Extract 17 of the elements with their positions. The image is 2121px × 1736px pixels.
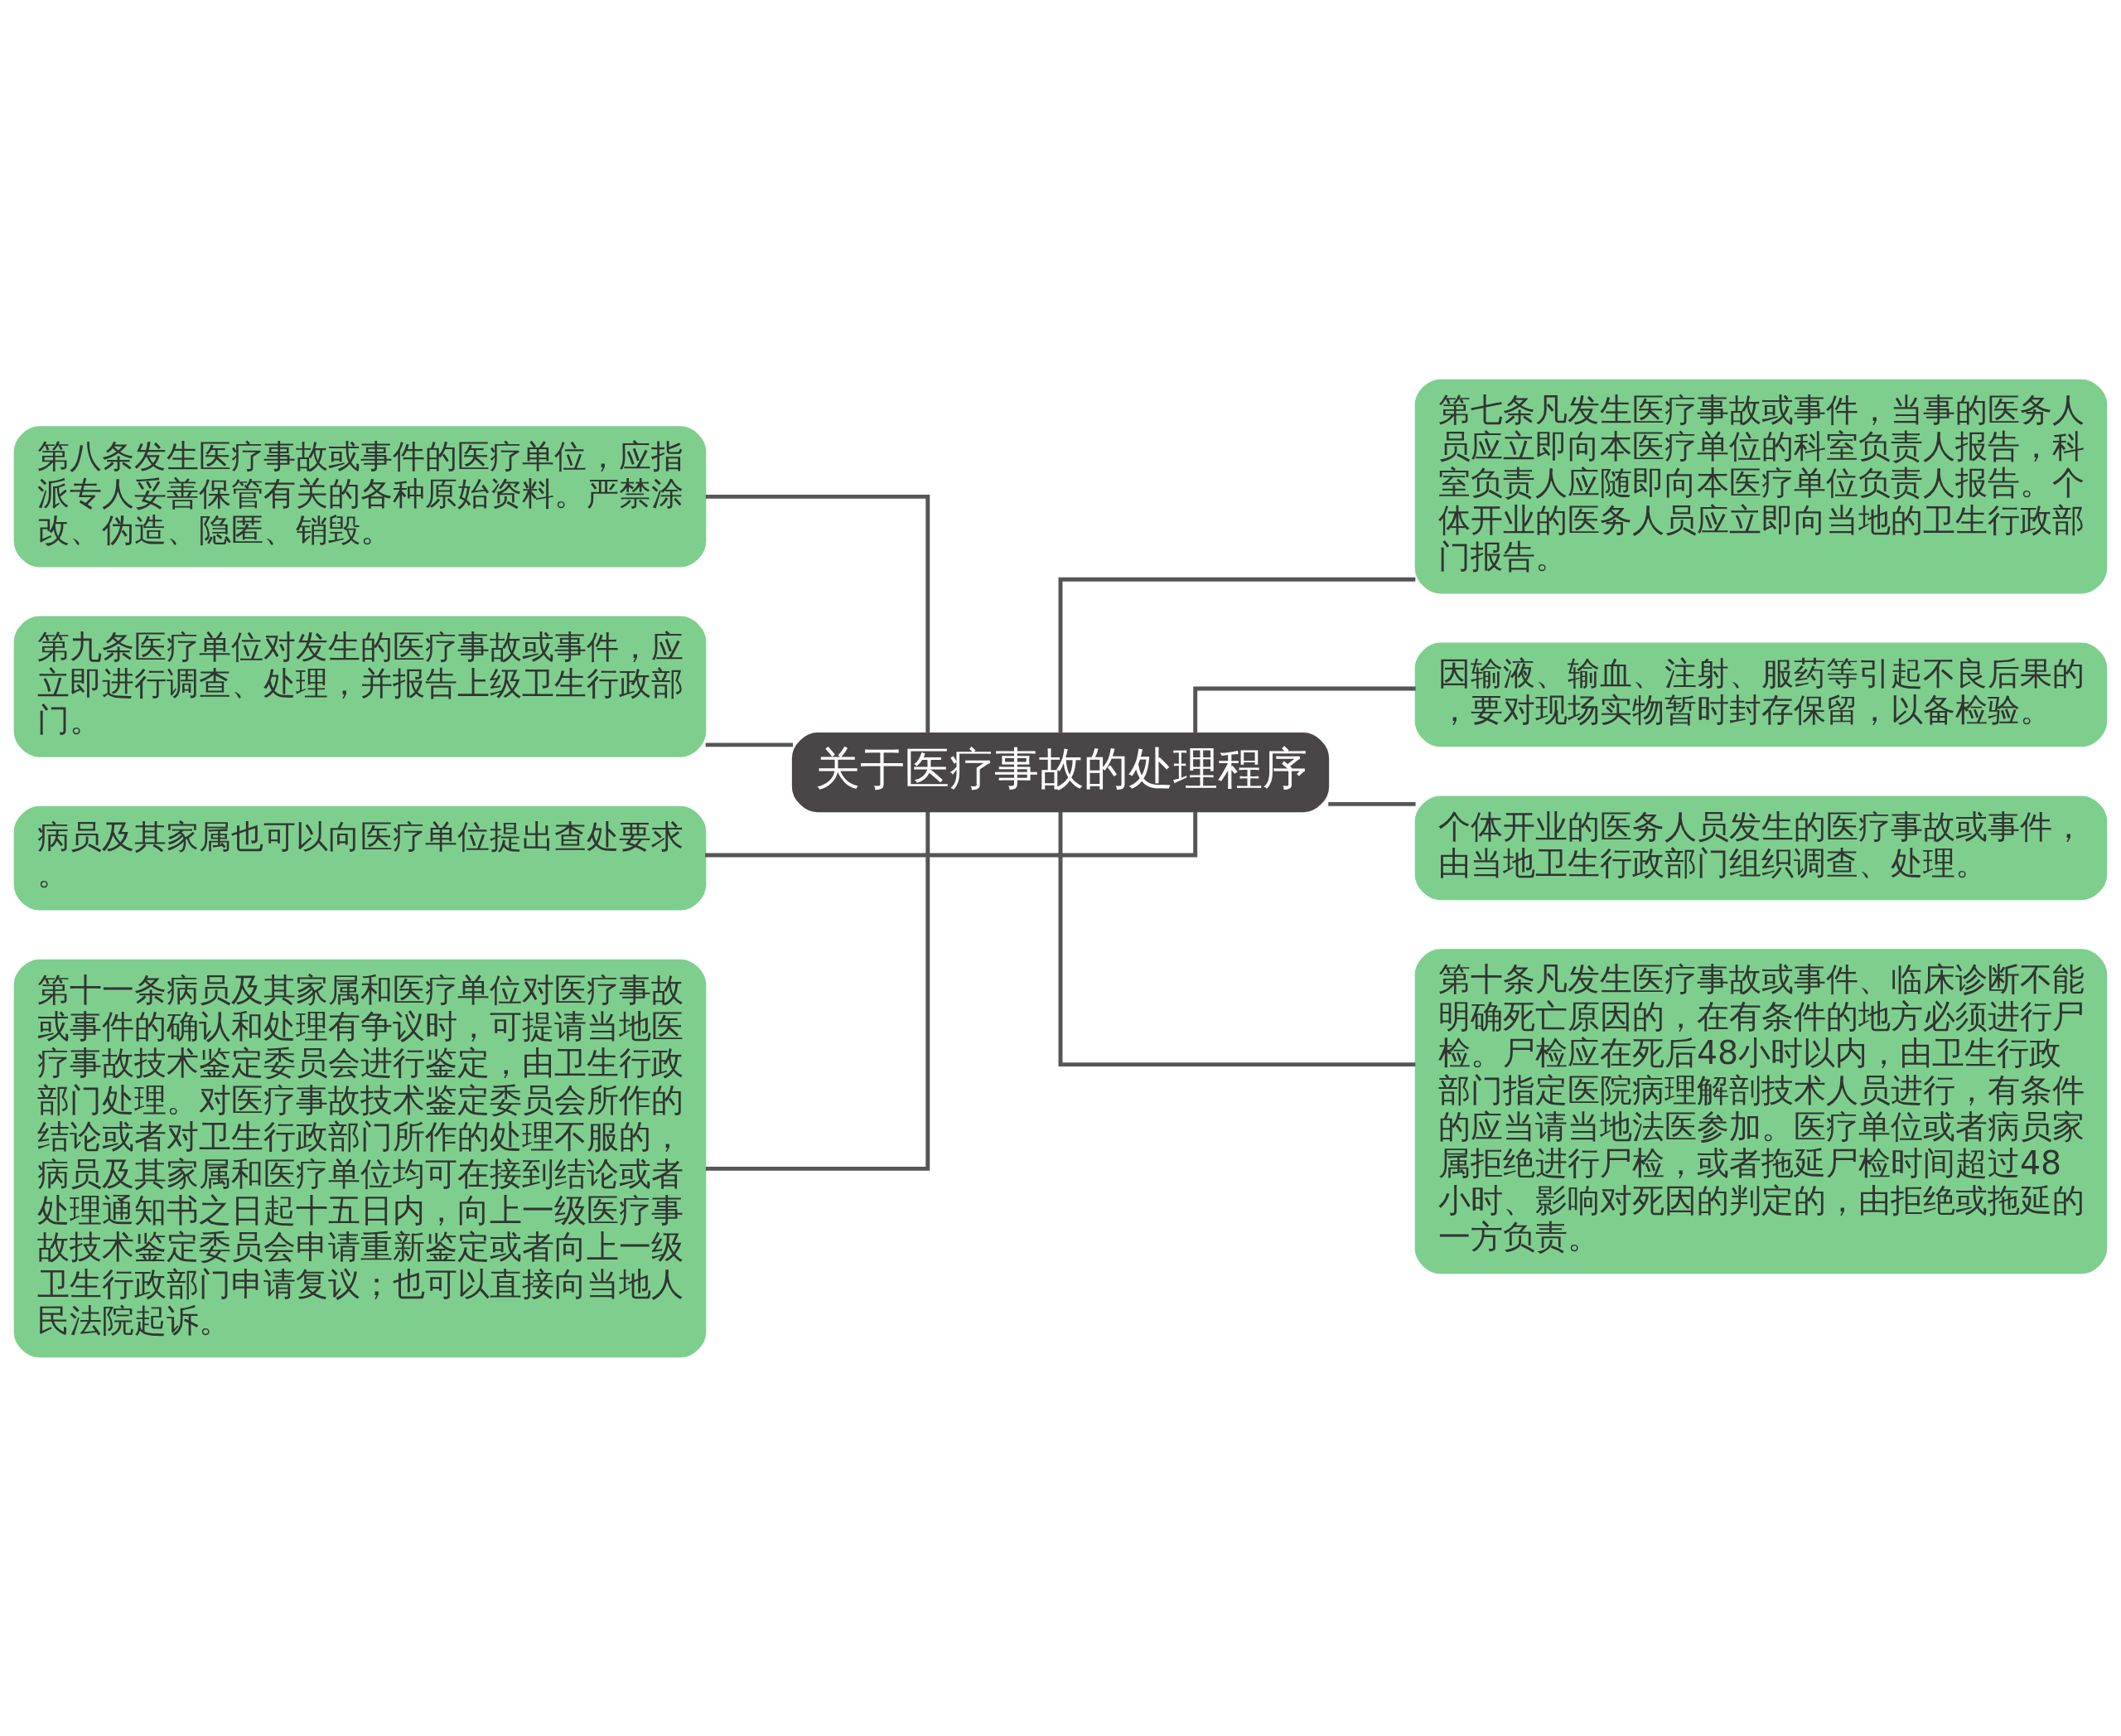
connector — [1193, 686, 1416, 733]
connector — [705, 494, 930, 733]
connector — [1058, 577, 1416, 733]
node-box: 第八条发生医疗事故或事件的医疗单位，应指派专人妥善保管有关的各种原始资料。严禁涂改、伪造、隐匿、销毁。 — [13, 425, 707, 567]
node-box: 第九条医疗单位对发生的医疗事故或事件，应立即进行调查、处理，并报告上级卫生行政部门。 — [13, 616, 707, 757]
node-box: 病员及其家属也可以向医疗单位提出查处要求。 — [13, 805, 707, 911]
connector — [705, 742, 794, 747]
connector — [705, 811, 1198, 857]
node-box: 个体开业的医务人员发生的医疗事故或事件，由当地卫生行政部门组织调查、处理。 — [1414, 795, 2108, 900]
connector — [1058, 811, 1416, 1066]
node-box: 第十条凡发生医疗事故或事件、临床诊断不能明确死亡原因的，在有条件的地方必须进行尸检。尸检应在死后48小时以内，由卫生行政部门指定医院病理解剖技术人员进行，有条件的应当请当地法医参加。医疗单位或者病员家属拒绝进行尸检，或者拖延尸检时间超过48小时、影响对死因的判定的，由拒绝或拖延的一方负责。 — [1414, 948, 2108, 1274]
node-box: 第七条凡发生医疗事故或事件，当事的医务人员应立即向本医疗单位的科室负责人报告，科室负责人应随即向本医疗单位负责人报告。个体开业的医务人员应立即向当地的卫生行政部门报告。 — [1414, 379, 2108, 593]
connector — [705, 811, 930, 1171]
node-box: 因输液、输血、注射、服药等引起不良后果的，要对现场实物暂时封存保留，以备检验。 — [1414, 642, 2108, 747]
connector — [1328, 801, 1416, 806]
node-box: 第十一条病员及其家属和医疗单位对医疗事故或事件的确认和处理有争议时，可提请当地医疗事故技术鉴定委员会进行鉴定，由卫生行政部门处理。对医疗事故技术鉴定委员会所作的结论或者对卫生行政部门所作的处理不服的，病员及其家属和医疗单位均可在接到结论或者处理通知书之日起十五日内，向上一级医疗事故技术鉴定委员会申请重新鉴定或者向上一级卫生行政部门申请复议；也可以直接向当地人民法院起诉。 — [13, 959, 707, 1357]
node-box: 关于医疗事故的处理程序 — [791, 732, 1330, 812]
